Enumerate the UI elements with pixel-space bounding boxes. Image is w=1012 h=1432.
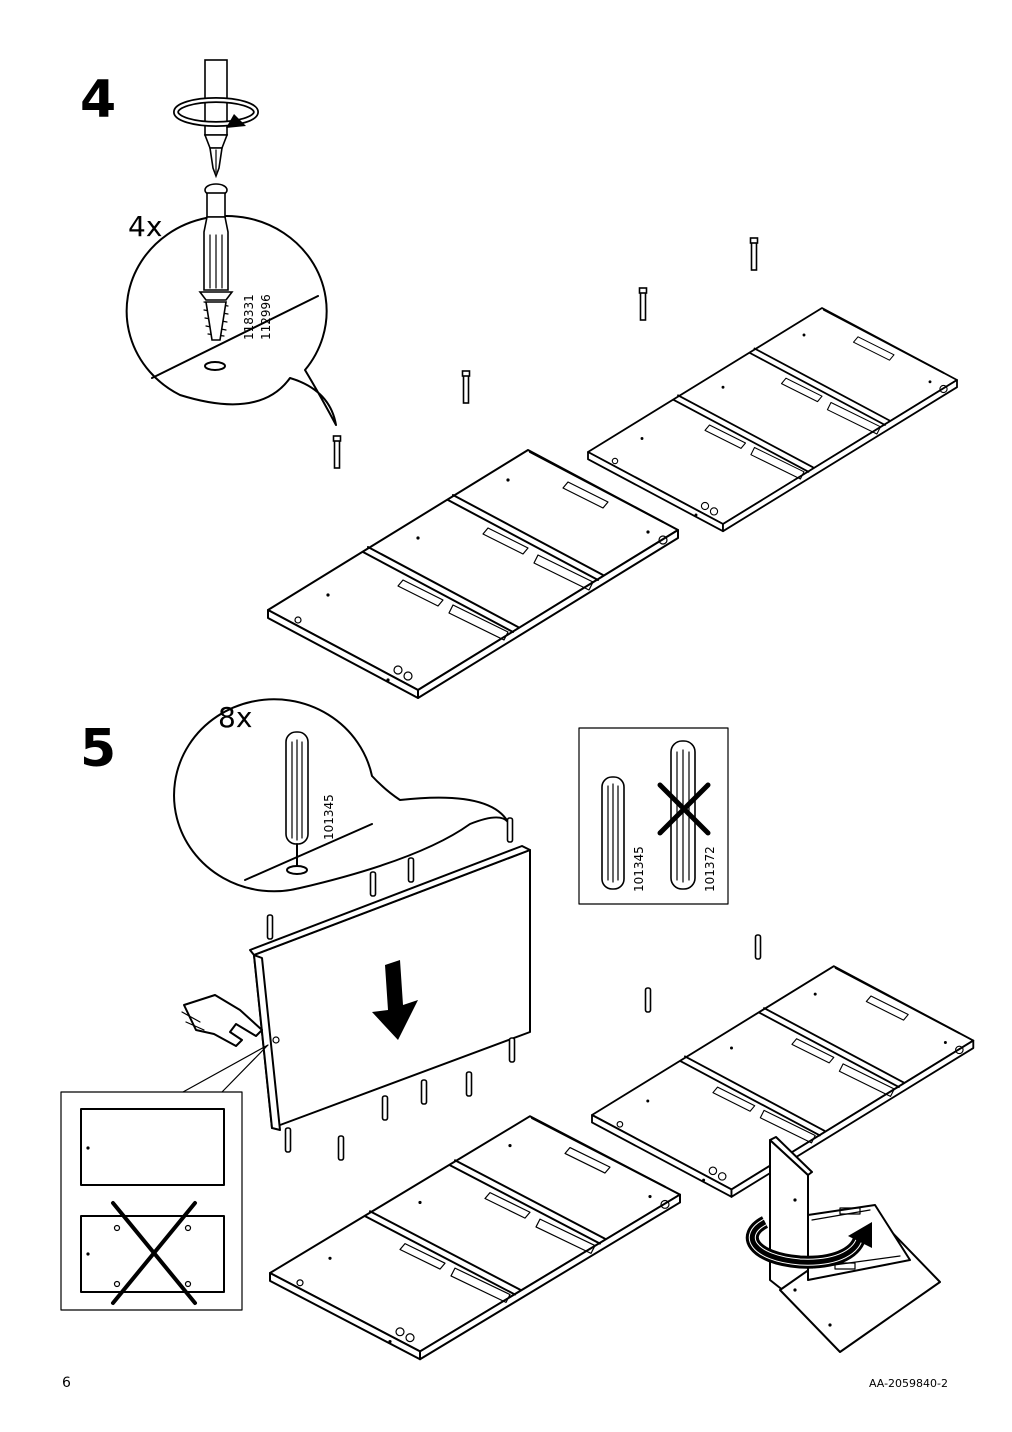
hand-pointing-icon bbox=[181, 994, 263, 1047]
shelf-right-step-4 bbox=[587, 237, 958, 533]
wrong-part-number: 101372 bbox=[703, 846, 717, 892]
screwdriver-icon bbox=[203, 59, 229, 179]
step-4-number: 4 bbox=[80, 70, 116, 130]
step-5-quantity: 8x bbox=[218, 701, 252, 734]
step-5: 5 8x 101345 bbox=[60, 698, 975, 1361]
rotate-arrow-icon bbox=[173, 97, 259, 128]
down-arrow-icon bbox=[372, 960, 418, 1040]
orientation-detail bbox=[60, 1044, 269, 1311]
dowel-comparison-box: 101345 101372 bbox=[578, 727, 729, 905]
step-4-quantity: 4x bbox=[128, 210, 162, 243]
step-5-part-number: 101345 bbox=[322, 794, 336, 840]
shelf-left-step-4 bbox=[267, 370, 679, 699]
page-number: 6 bbox=[62, 1375, 71, 1391]
step-4-part-number-1: 118331 bbox=[242, 294, 256, 340]
detail-callout: 4x 118331 112996 bbox=[125, 183, 337, 426]
step-5-number: 5 bbox=[80, 719, 116, 779]
wrong-cross-icon bbox=[111, 1201, 197, 1305]
side-panel bbox=[249, 817, 531, 1153]
correct-part-number: 101345 bbox=[632, 846, 646, 892]
flip-arrow-icon bbox=[745, 1216, 872, 1269]
step-4-part-number-2: 112996 bbox=[259, 294, 273, 340]
wrong-cross-icon bbox=[657, 782, 711, 836]
document-code: AA-2059840-2 bbox=[869, 1377, 948, 1390]
dowel-callout: 8x 101345 bbox=[173, 698, 509, 893]
step-4: 4 4x 118331 bbox=[80, 59, 958, 699]
